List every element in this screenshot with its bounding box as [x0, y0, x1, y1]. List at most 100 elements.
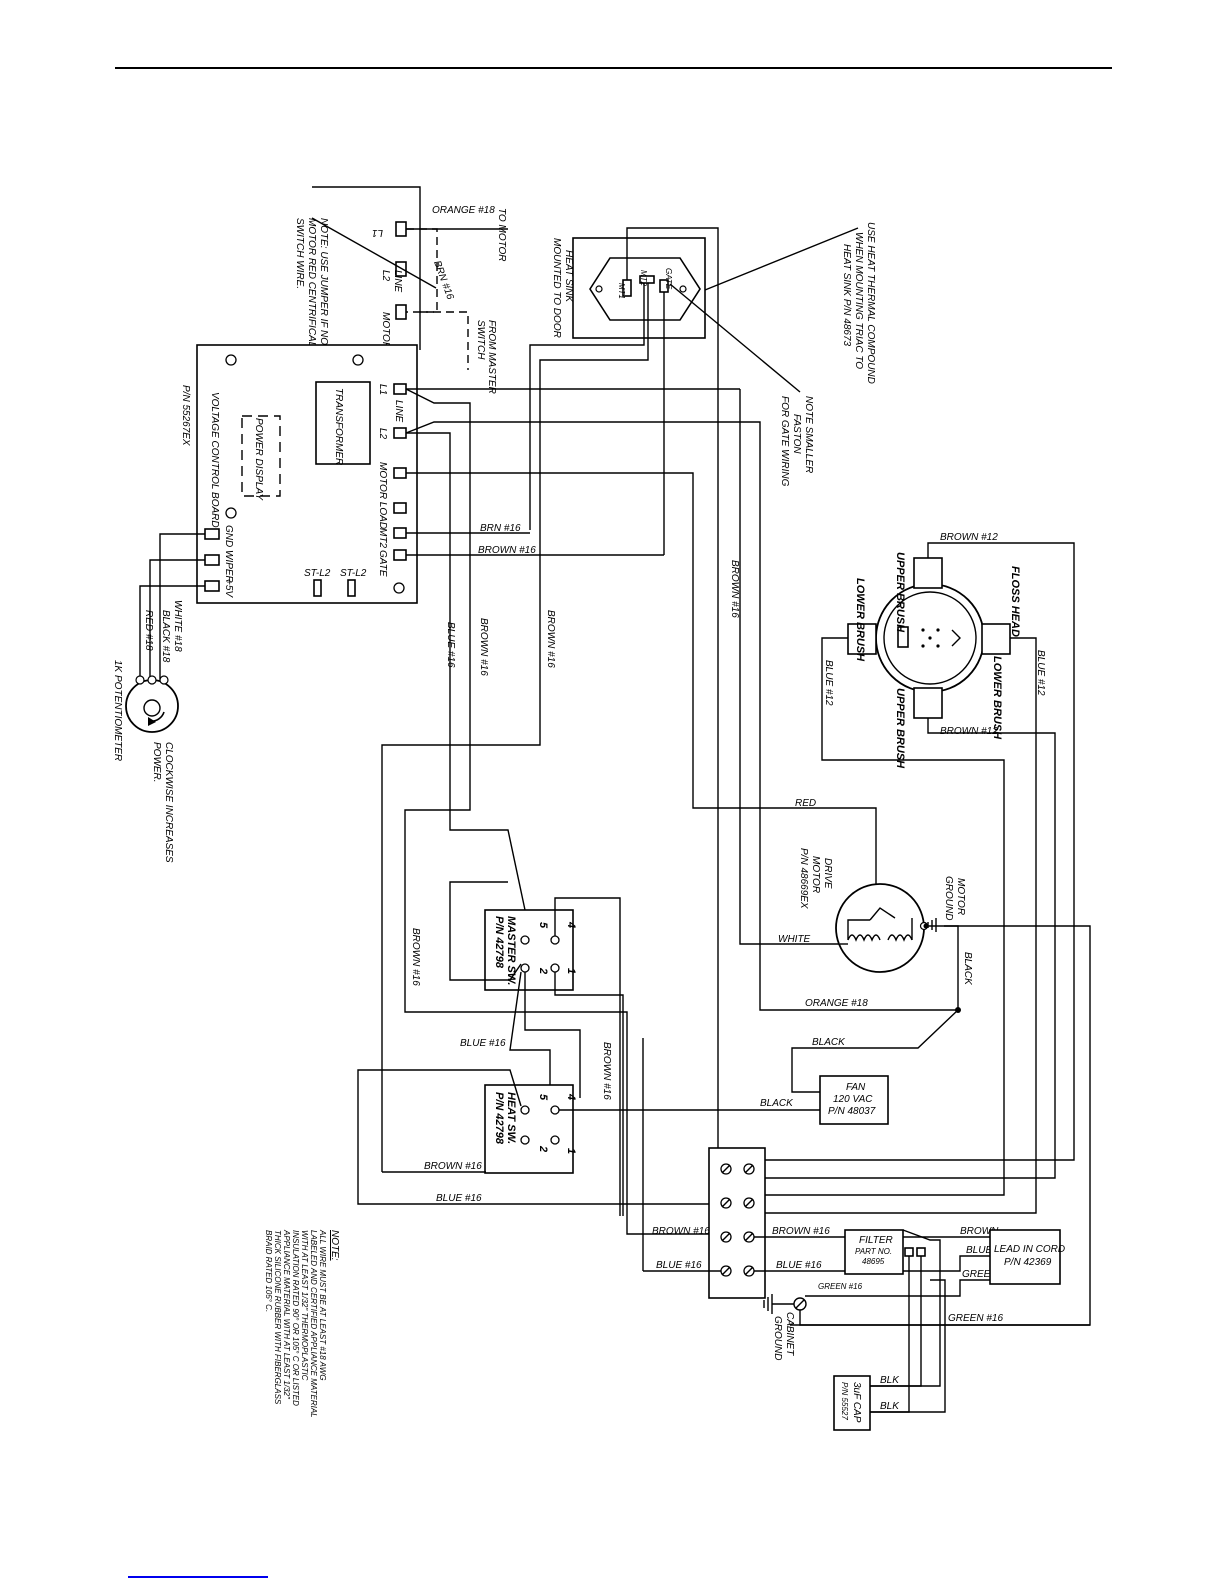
gnd-label: GND — [223, 525, 234, 547]
blk-label-1: BLK — [880, 1375, 900, 1386]
brown16-board-label: BROWN #16 — [478, 545, 536, 556]
power-display-label: POWER DISPLAY — [253, 418, 264, 501]
cap-label-1: 3uF CAP — [851, 1382, 862, 1423]
brown16-vertical-label-4: BROWN #16 — [410, 928, 421, 986]
pot-label: 1K POTENTIOMETER — [112, 660, 123, 761]
st-l2-b-label: ST-L2 — [340, 568, 367, 579]
line-filter: FILTER PART NO. 48695 BROWN BLUE GREEN — [805, 1226, 999, 1413]
brown16-tb-label: BROWN #16 — [652, 1226, 710, 1237]
brown12-bottom-label: BROWN #12 — [940, 726, 998, 737]
l1-top-label: L1 — [372, 227, 383, 238]
master-switch-label-1: MASTER SW. — [505, 916, 517, 985]
cabinet-ground-label-2: GROUND — [772, 1316, 783, 1360]
blue16-long-label: BLUE #16 — [436, 1193, 482, 1204]
blue16-a-label: BLUE #16 — [460, 1038, 506, 1049]
plus5v-label: +5V — [223, 579, 234, 598]
heat-pin-5: 5 — [537, 1094, 549, 1101]
fan: FAN 120 VAC P/N 48037 BLACK BLACK — [760, 1009, 959, 1125]
blue12-left-label: BLUE #12 — [823, 660, 834, 706]
faston-note-1: NOTE SMALLER — [803, 396, 814, 473]
brown16-b-label: BROWN #16 — [601, 1042, 612, 1100]
brown16-vertical-label-2: BROWN #16 — [545, 610, 556, 668]
brn16-top-label: BRN #16 — [431, 259, 455, 301]
from-master-label: FROM MASTER — [486, 320, 497, 394]
black-fan-label-2: BLACK — [760, 1098, 794, 1109]
black18-label: BLACK #18 — [160, 610, 171, 663]
brown16-vertical-label-3: BROWN #16 — [729, 560, 740, 618]
upper-brush-top-label: UPPER BRUSH — [894, 552, 906, 633]
black-vertical-label: BLACK — [962, 952, 973, 986]
lower-brush-right-label: LOWER BRUSH — [991, 656, 1003, 740]
master-switch-label-2: P/N 42798 — [493, 916, 505, 969]
line-top-label: LINE — [392, 270, 403, 293]
heat-pin-1: 1 — [565, 1148, 577, 1154]
upper-brush-bottom-label: UPPER BRUSH — [894, 688, 906, 769]
terminal-block: BROWN #16 BLUE #16 BROWN #16 BLUE #16 — [642, 1038, 845, 1299]
triac-heat-sink: MT1 MT2 GATE HEAT SINK MOUNTED TO DOOR U… — [381, 222, 876, 1172]
white18-label: WHITE #18 — [172, 600, 183, 652]
filter-label-1: FILTER — [859, 1235, 893, 1246]
board-wiring: BRN #16 BROWN #16 BLUE #16 BROWN #16 BRO… — [404, 388, 958, 1235]
gate-label: GATE — [664, 268, 673, 290]
to-motor-label: TO MOTOR — [496, 208, 507, 262]
motor-top-label: MOTOR — [380, 312, 391, 349]
board-line-label: LINE — [393, 400, 404, 423]
lead-in-cord: LEAD IN CORD P/N 42369 — [989, 1229, 1065, 1285]
green16-a-label: GREEN #16 — [818, 1282, 863, 1291]
drive-motor-label-2: MOTOR — [810, 856, 821, 893]
blue12-right-label: BLUE #12 — [1035, 650, 1046, 696]
red18-label: RED #18 — [143, 610, 154, 651]
heat-switch: 4 1 5 2 HEAT SW. P/N 42798 BROWN #16 BLU… — [357, 1069, 820, 1205]
master-pin-1: 1 — [565, 968, 577, 974]
blue16-tb-label: BLUE #16 — [656, 1260, 702, 1271]
voltage-control-board: TRANSFORMER POWER DISPLAY VOLTAGE CONTRO… — [180, 344, 418, 604]
green16-b-label: GREEN #16 — [948, 1313, 1003, 1324]
general-note: NOTE: ALL WIRE MUST BE AT LEAST #18 AWG … — [264, 1229, 340, 1418]
drive-motor-label-3: P/N 48669EX — [798, 848, 809, 909]
note-jumper-line1: NOTE: USE JUMPER IF NO — [318, 218, 329, 345]
note-line-4: INSULATION RATED 90° OR 105° C OR LISTED — [291, 1230, 300, 1406]
green-cord-label: GREEN — [962, 1269, 998, 1280]
brown12-top-label: BROWN #12 — [940, 532, 998, 543]
blue-cord-label: BLUE — [966, 1245, 992, 1256]
heat-pin-4: 4 — [565, 1093, 577, 1100]
red-wire-label: RED — [795, 798, 816, 809]
footer-link-underline[interactable] — [128, 1576, 268, 1578]
heat-sink-label-2: MOUNTED TO DOOR — [551, 238, 562, 338]
thermal-note-3: HEAT SINK P/N 48673 — [841, 244, 852, 347]
blue16-vertical-label: BLUE #16 — [445, 622, 456, 668]
drive-motor-label-1: DRIVE — [822, 858, 833, 889]
orange18-top-label: ORANGE #18 — [432, 205, 495, 216]
mt1-label: MT1 — [617, 283, 626, 299]
heat-switch-label-2: P/N 42798 — [493, 1092, 505, 1145]
board-name-label: VOLTAGE CONTROL BOARD — [209, 392, 220, 528]
cap-label-2: P/N 55527 — [840, 1382, 849, 1420]
board-mt2-label: MT2 — [377, 528, 388, 548]
lower-brush-left-label: LOWER BRUSH — [854, 578, 866, 662]
thermal-note-2: WHEN MOUNTING TRIAC TO — [853, 232, 864, 369]
fan-label-1: FAN — [846, 1082, 866, 1093]
note-line-7: BRAID RATED 105° C. — [264, 1230, 273, 1312]
brown16-vertical-label-1: BROWN #16 — [478, 618, 489, 676]
cabinet-ground: GREEN #16 GREEN #16 CABINET GROUND — [763, 1282, 1090, 1360]
orange18-mid-label: ORANGE #18 — [805, 998, 868, 1009]
blue16-filter-label: BLUE #16 — [776, 1260, 822, 1271]
floss-head-label: FLOSS HEAD — [1009, 566, 1021, 637]
master-switch: 4 1 5 2 MASTER SW. P/N 42798 BLUE #16 BR… — [449, 881, 624, 1216]
master-pin-4: 4 — [565, 921, 577, 928]
clockwise-label-2: POWER. — [151, 742, 162, 783]
filter-label-3: 48695 — [862, 1257, 885, 1266]
heat-pin-2: 2 — [537, 1145, 549, 1152]
faston-note-2: FASTON — [791, 414, 802, 454]
board-l2-label: L2 — [377, 428, 388, 440]
potentiometer: WHITE #18 BLACK #18 RED #18 1K POTENTIOM… — [112, 533, 205, 863]
master-pin-5: 5 — [537, 922, 549, 929]
note-head: NOTE: — [329, 1230, 340, 1261]
board-pn-label: P/N 55267EX — [180, 385, 191, 446]
lead-cord-label-2: P/N 42369 — [1004, 1257, 1052, 1268]
cabinet-ground-label-1: CABINET — [784, 1312, 795, 1356]
mt2-label: MT2 — [639, 270, 648, 287]
clockwise-label-1: CLOCKWISE INCREASES — [163, 742, 174, 863]
motor-ground-label-1: MOTOR — [955, 878, 966, 915]
